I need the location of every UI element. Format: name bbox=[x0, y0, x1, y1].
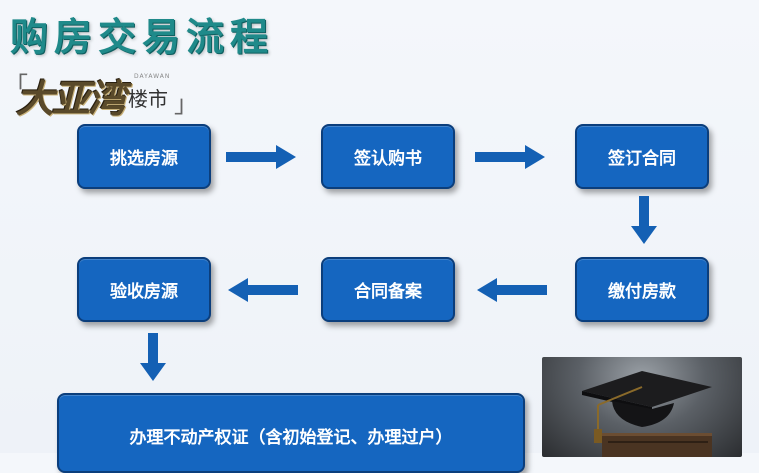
logo-sub-text: 楼市 bbox=[128, 87, 168, 111]
step-sign-subscription: 签认购书 bbox=[321, 124, 455, 189]
step-sign-contract: 签订合同 bbox=[575, 124, 709, 189]
step-pay-amount: 缴付房款 bbox=[575, 257, 709, 322]
step-label: 办理不动产权证（含初始登记、办理过户） bbox=[129, 428, 453, 448]
logo-main-text: 大亚湾 bbox=[16, 77, 126, 121]
step-property-certificate: 办理不动产权证（含初始登记、办理过户） bbox=[57, 393, 525, 473]
logo-english-text: DAYAWAN bbox=[134, 73, 171, 80]
arrow-right-icon bbox=[475, 145, 545, 169]
page-title: 购房交易流程 bbox=[10, 15, 275, 59]
logo-bracket-left: 「 bbox=[4, 72, 28, 100]
graduation-cap-icon bbox=[582, 371, 712, 457]
logo-bracket-right: 」 bbox=[174, 90, 198, 118]
step-label: 挑选房源 bbox=[110, 149, 178, 169]
step-label: 验收房源 bbox=[110, 282, 178, 302]
logo: 「 大亚湾 DAYAWAN 楼市 」 bbox=[4, 66, 198, 121]
step-label: 缴付房款 bbox=[608, 282, 676, 302]
arrow-right-icon bbox=[226, 145, 296, 169]
arrow-left-icon bbox=[228, 278, 298, 302]
step-label: 签认购书 bbox=[354, 149, 422, 169]
step-label: 签订合同 bbox=[608, 149, 676, 169]
arrow-down-icon bbox=[140, 333, 166, 381]
step-select-property: 挑选房源 bbox=[77, 124, 211, 189]
graduation-cap-photo bbox=[542, 357, 742, 457]
arrow-left-icon bbox=[477, 278, 547, 302]
arrow-down-icon bbox=[631, 196, 657, 244]
step-contract-filing: 合同备案 bbox=[321, 257, 455, 322]
step-inspect-property: 验收房源 bbox=[77, 257, 211, 322]
step-label: 合同备案 bbox=[354, 282, 422, 302]
